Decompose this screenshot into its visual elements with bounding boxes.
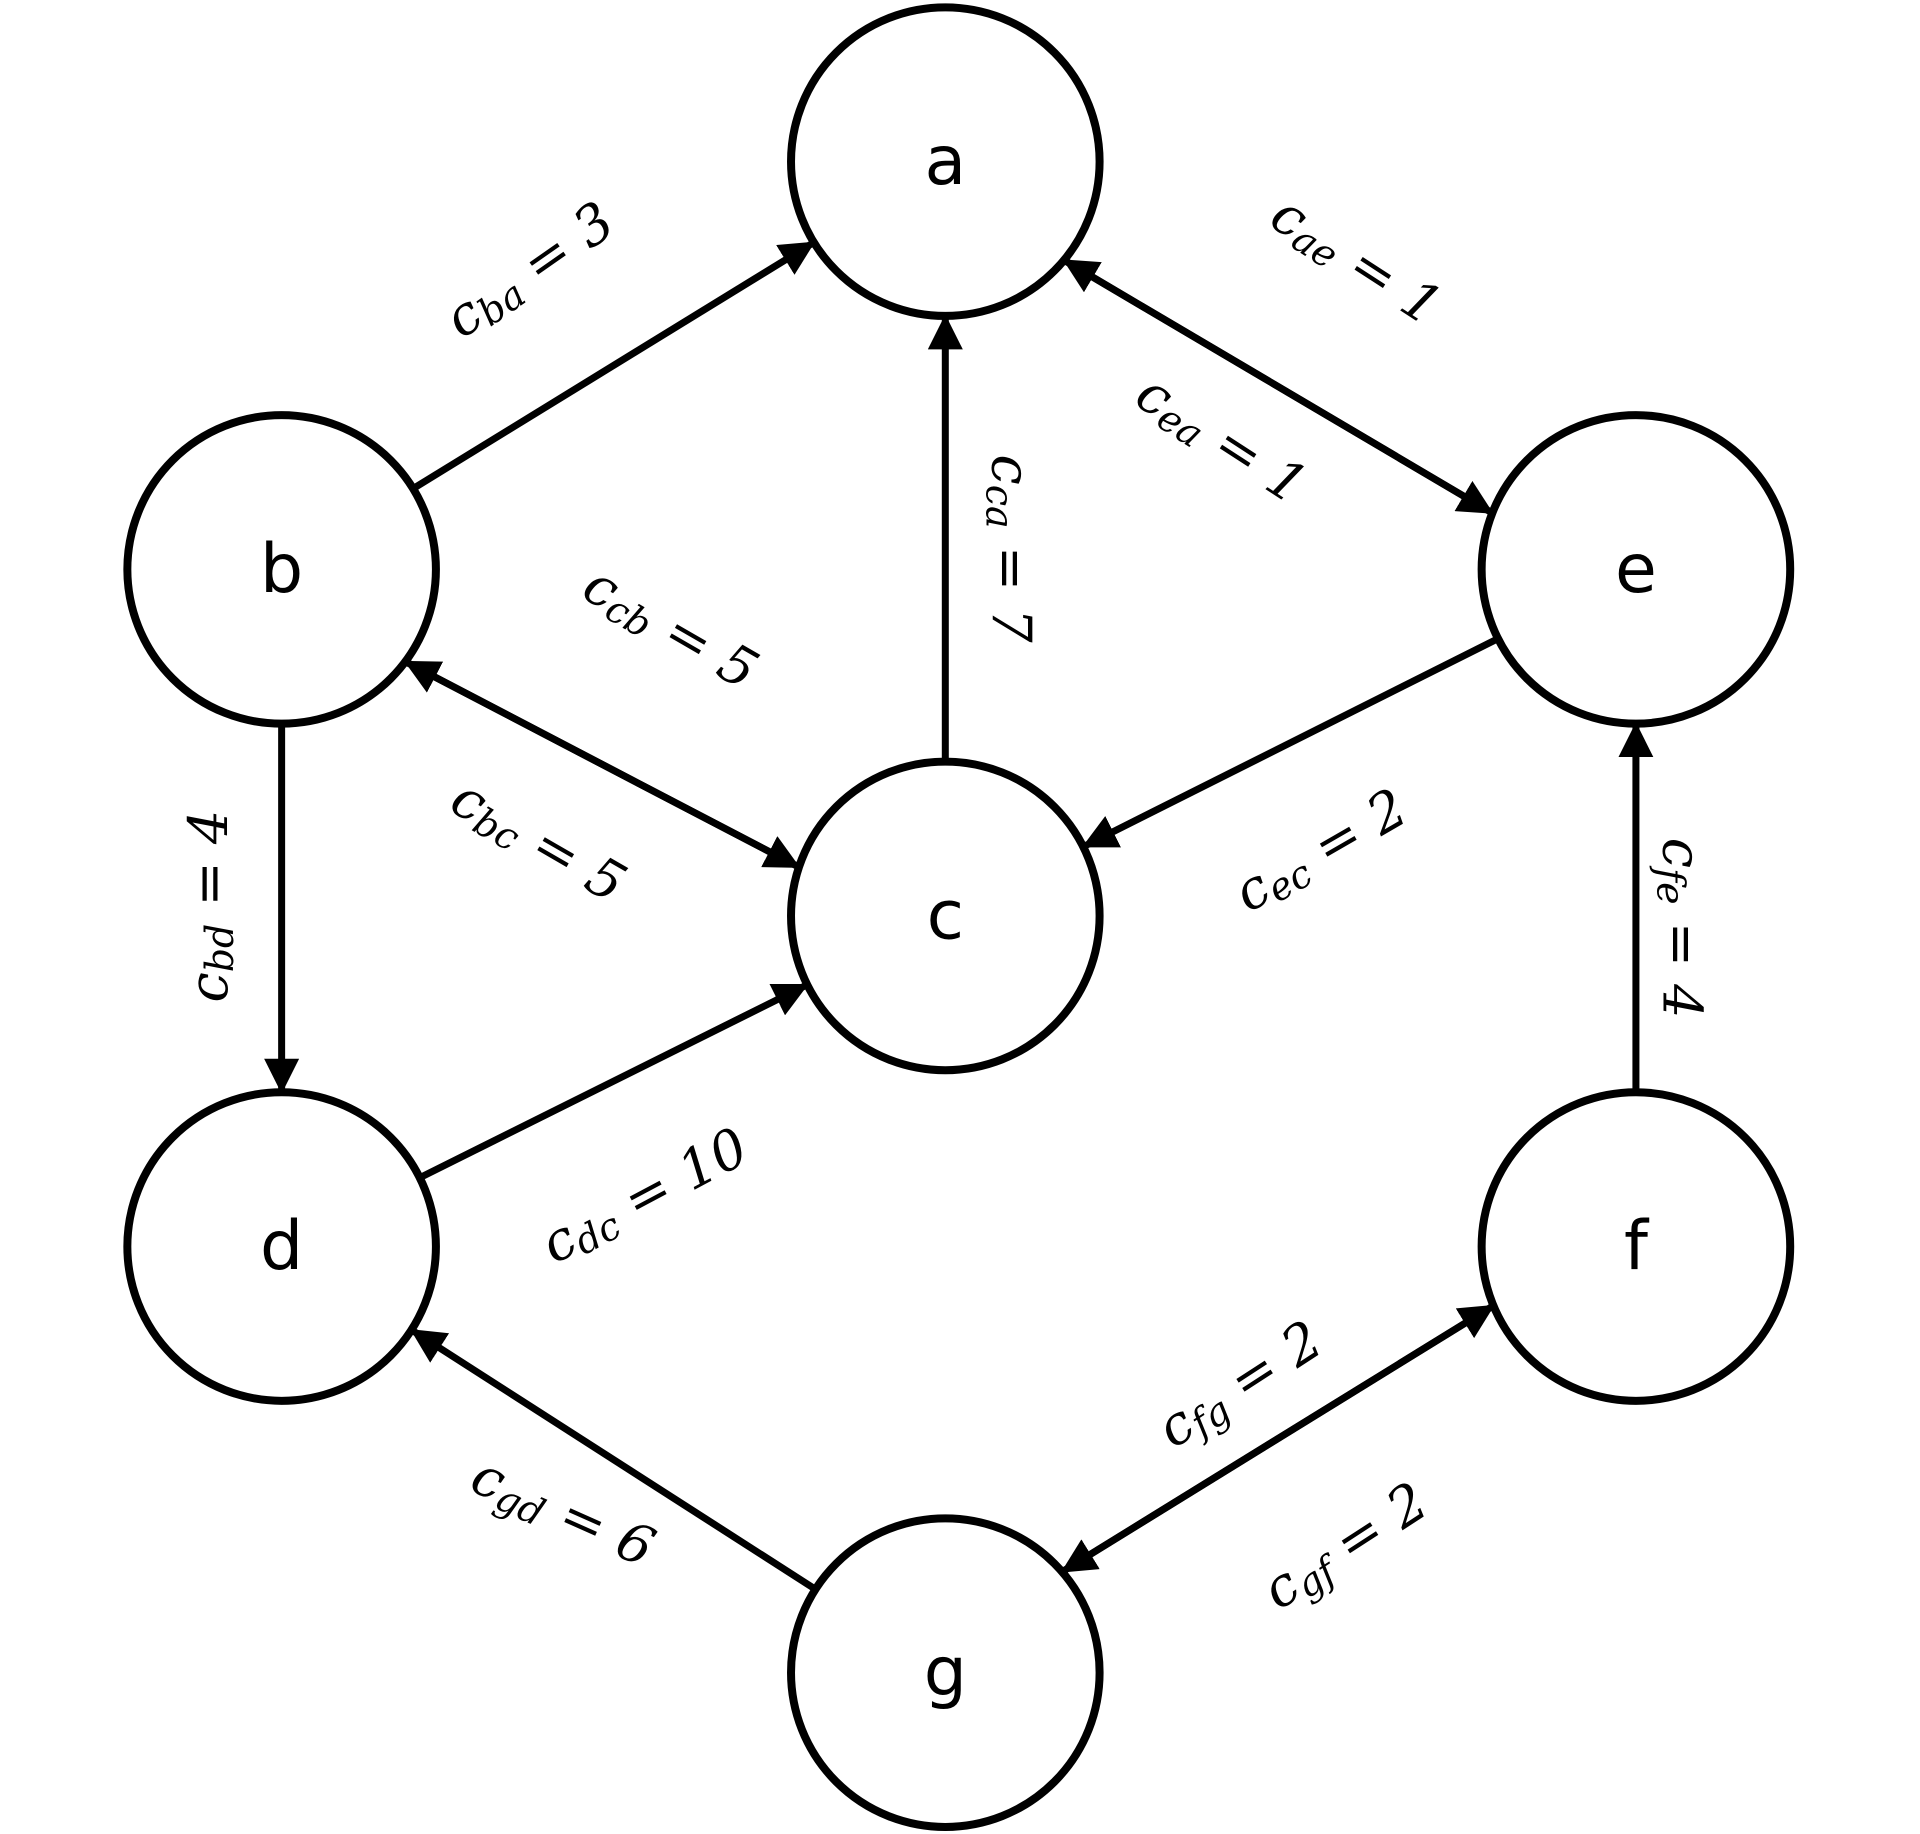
edge-e-to-a bbox=[1062, 258, 1495, 517]
edge-label-value: = 4 bbox=[1651, 905, 1714, 1019]
node-b: b bbox=[123, 411, 440, 728]
edge-label-gf: cgf = 2 bbox=[1251, 1469, 1440, 1623]
edge-label-subscript: ca bbox=[977, 485, 1021, 529]
edge-label-bd: cbd = 4 bbox=[177, 810, 243, 1003]
edge-label-gd: cgd = 6 bbox=[461, 1443, 664, 1581]
edge-label-fg: cfg = 2 bbox=[1145, 1308, 1334, 1462]
edge-d-to-c bbox=[418, 982, 809, 1181]
edge-label-dc: cdc = 10 bbox=[530, 1115, 759, 1278]
edge-b-to-a bbox=[411, 240, 816, 492]
edge-label-value: = 4 bbox=[177, 810, 240, 924]
edge-label-value: = 10 bbox=[597, 1115, 758, 1240]
edge-g-to-d bbox=[410, 1328, 818, 1593]
node-label-a: a bbox=[924, 122, 966, 201]
edge-label-bc: cbc = 5 bbox=[440, 765, 637, 917]
node-d: d bbox=[123, 1088, 440, 1405]
edge-b-to-c bbox=[403, 658, 801, 870]
edge-label-subscript: fe bbox=[1648, 865, 1692, 905]
edge-label-value: = 5 bbox=[507, 803, 637, 915]
node-label-e: e bbox=[1615, 530, 1657, 609]
node-circle-g bbox=[787, 1514, 1104, 1831]
nodes-layer: a b c d e f g bbox=[123, 3, 1795, 1831]
node-a: a bbox=[787, 3, 1104, 320]
node-c: c bbox=[787, 757, 1104, 1075]
edge-label-ae: cae = 1 bbox=[1259, 182, 1453, 340]
node-circle-e bbox=[1477, 411, 1795, 728]
edge-label-ba: cba = 3 bbox=[433, 189, 627, 352]
node-f: f bbox=[1477, 1088, 1795, 1405]
node-label-g: g bbox=[924, 1633, 967, 1712]
node-circle-b bbox=[123, 411, 440, 728]
edge-label-ea: cea = 1 bbox=[1124, 360, 1318, 518]
node-label-f: f bbox=[1624, 1207, 1650, 1286]
node-label-d: d bbox=[260, 1207, 303, 1286]
node-circle-c bbox=[787, 757, 1104, 1075]
edge-label-symbol: c bbox=[980, 455, 1043, 485]
node-g: g bbox=[787, 1514, 1104, 1831]
edge-label-value: = 6 bbox=[534, 1475, 664, 1579]
edge-label-subscript: bd bbox=[198, 924, 242, 973]
node-circle-d bbox=[123, 1088, 440, 1405]
node-circle-f bbox=[1477, 1088, 1795, 1405]
node-label-c: c bbox=[927, 876, 964, 955]
edge-e-to-c bbox=[1081, 635, 1500, 849]
edge-label-value: = 5 bbox=[639, 590, 769, 702]
edges-layer bbox=[264, 240, 1654, 1593]
edge-label-value: = 7 bbox=[980, 529, 1043, 644]
edge-g-to-f bbox=[1060, 1303, 1495, 1575]
edge-label-ca: cca = 7 bbox=[977, 455, 1043, 644]
edge-label-symbol: c bbox=[1651, 838, 1714, 868]
node-circle-a bbox=[787, 3, 1104, 320]
node-label-b: b bbox=[260, 530, 303, 609]
edge-label-ec: cec = 2 bbox=[1223, 776, 1419, 927]
edge-label-symbol: c bbox=[177, 972, 240, 1002]
node-e: e bbox=[1477, 411, 1795, 728]
edge-label-fe: cfe = 4 bbox=[1648, 838, 1714, 1019]
edge-label-cb: ccb = 5 bbox=[572, 552, 769, 704]
